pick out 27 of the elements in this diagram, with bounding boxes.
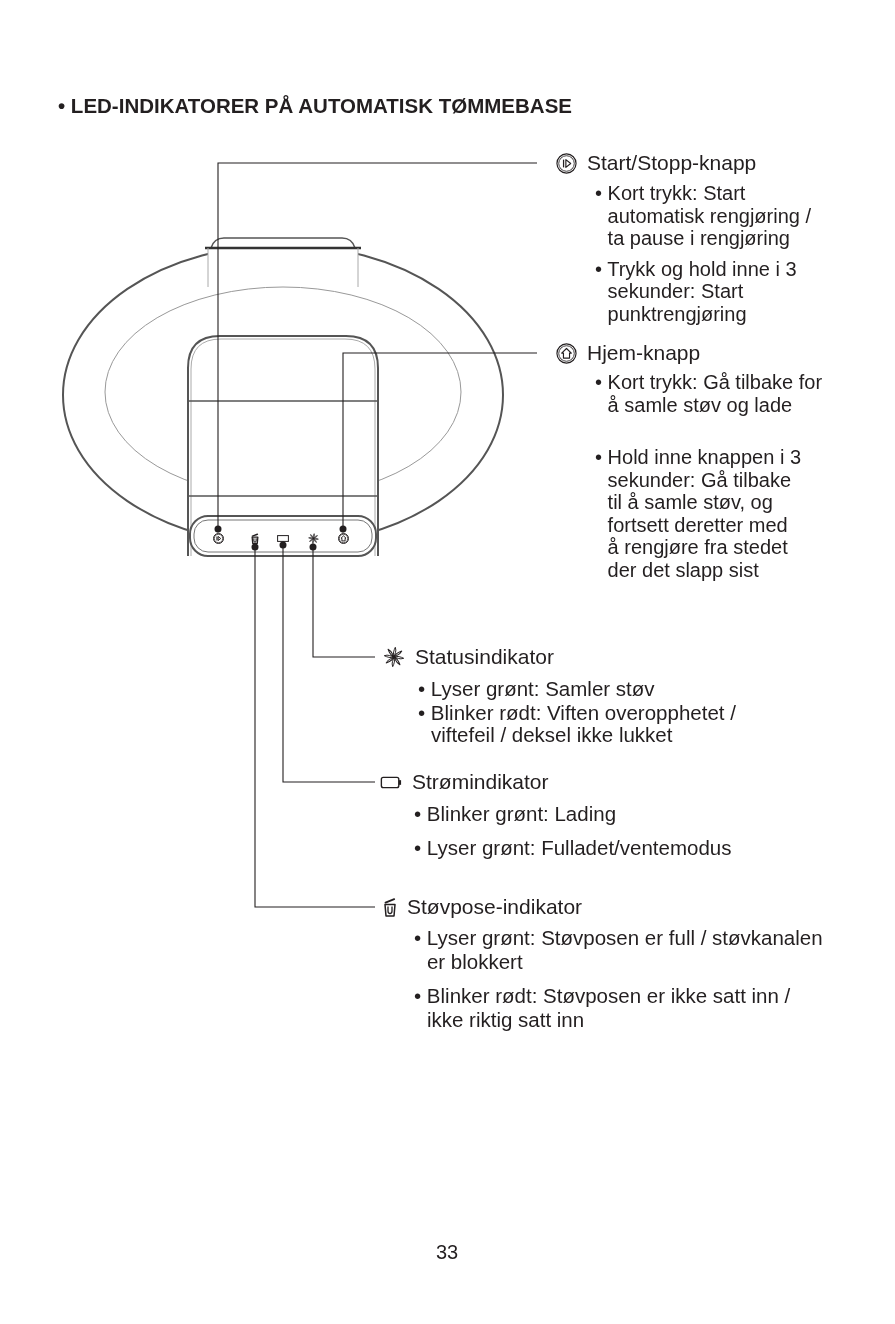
bullet-point: • Lyser grønt: Fulladet/ventemodus [414, 837, 733, 859]
bullet-point: • Trykk og hold inne i 3 sekunder: Start punktrengjøring [595, 257, 798, 325]
bullet-point: • Lyser grønt: Samler støv [418, 678, 656, 700]
bullet-point: • Lyser grønt: Støvposen er full / støvkanalen er blokkert [414, 926, 824, 974]
indicator-heading: Statusindikator [415, 644, 554, 670]
house-icon [337, 532, 349, 544]
indicator-heading: Strømindikator [412, 769, 549, 795]
leader-line [309, 542, 376, 658]
bullet-point: • Blinker rødt: Viften overopphetet / viftefeil / deksel ikke lukket [418, 702, 737, 746]
leader-line [251, 542, 376, 908]
bullet-point: • Kort trykk: Start automatisk rengjøring / ta pause i rengjøring [595, 182, 812, 250]
bullet-point: • Kort trykk: Gå tilbake for å samle støv og lade [595, 371, 824, 416]
play-pause-icon [212, 532, 224, 544]
leader-line [339, 352, 538, 534]
page-title: • LED-INDIKATORER PÅ AUTOMATISK TØMMEBASE [58, 93, 572, 119]
bullet-point: • Hold inne knappen i 3 sekunder: Gå tilbake til å samle støv, og fortsett deretter med å rengjøre fra stedet der det slapp sist [595, 446, 803, 581]
button-heading: Hjem-knapp [587, 340, 701, 366]
page-number: 33 [436, 1241, 459, 1264]
bin-icon [251, 532, 259, 544]
pinwheel-icon [307, 532, 319, 544]
leader-line [214, 162, 538, 534]
bullet-point: • Blinker grønt: Lading [414, 803, 618, 825]
leader-line [279, 540, 376, 783]
battery-icon [277, 534, 289, 542]
bullet-point: • Blinker rødt: Støvposen er ikke satt inn / ikke riktig satt inn [414, 984, 792, 1032]
button-heading: Start/Stopp-knapp [587, 150, 757, 176]
indicator-heading: Støvpose-indikator [407, 894, 583, 920]
